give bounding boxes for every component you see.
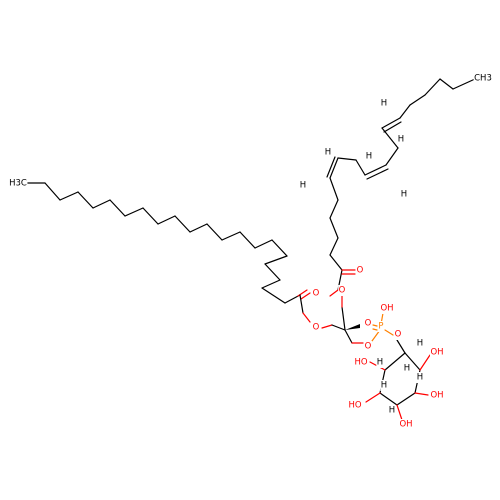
label-halo (364, 341, 373, 352)
label-halo (394, 329, 403, 340)
label-o: O (365, 342, 372, 352)
label-ch3-left: H3C (9, 179, 27, 189)
label-halo (312, 322, 321, 333)
label-oh: OH (399, 420, 412, 430)
label-halo (416, 338, 424, 349)
label-p: P (378, 322, 383, 332)
label-h: H (300, 181, 306, 191)
label-halo (379, 303, 395, 314)
label-halo (473, 73, 493, 84)
label-h: H (381, 99, 387, 109)
label-halo (380, 98, 388, 109)
linoleoyl-chain (326, 78, 476, 297)
stereo-wedge (345, 324, 360, 330)
label-halo (403, 363, 411, 374)
label-o: O (365, 319, 372, 329)
label-ho: HO (354, 358, 367, 368)
label-halo (380, 380, 388, 391)
label-ho: HO (348, 401, 361, 411)
label-o: O (357, 266, 364, 276)
label-h: H (404, 364, 410, 374)
label-halo (365, 151, 373, 162)
label-halo (388, 405, 396, 416)
label-o: O (395, 330, 402, 340)
label-halo (338, 285, 347, 296)
label-halo (429, 347, 445, 358)
label-halo (8, 178, 28, 189)
label-halo (400, 189, 408, 200)
label-h: H (366, 152, 372, 162)
label-halo (312, 288, 321, 299)
label-ch3-top: CH3 (474, 74, 492, 84)
label-halo (416, 372, 424, 383)
label-halo (356, 265, 365, 276)
label-halo (429, 390, 445, 401)
label-halo (377, 321, 385, 332)
label-o: O (313, 323, 320, 333)
label-oh: OH (380, 304, 393, 314)
label-o: O (313, 289, 320, 299)
label-halo (347, 400, 363, 411)
label-h: H (377, 358, 383, 368)
label-oh: OH (430, 348, 443, 358)
label-halo (398, 419, 414, 430)
label-oh: OH (430, 391, 443, 401)
stearoyl-chain (25, 182, 311, 323)
label-h: H (381, 381, 387, 391)
glycerol-backbone (321, 294, 364, 344)
label-halo (299, 180, 307, 191)
atom-labels: CH3 H3C H H H H H H O O O O O O OH P O O… (8, 73, 493, 430)
label-halo (324, 147, 332, 158)
label-h: H (417, 373, 423, 383)
label-h: H (398, 135, 404, 145)
label-h: H (401, 190, 407, 200)
label-halo (376, 357, 384, 368)
label-halo (353, 357, 369, 368)
label-halo (364, 318, 373, 329)
label-o: O (339, 286, 346, 296)
label-h: H (325, 148, 331, 158)
label-h: H (417, 339, 423, 349)
label-halo (397, 134, 405, 145)
label-h: H (389, 406, 395, 416)
